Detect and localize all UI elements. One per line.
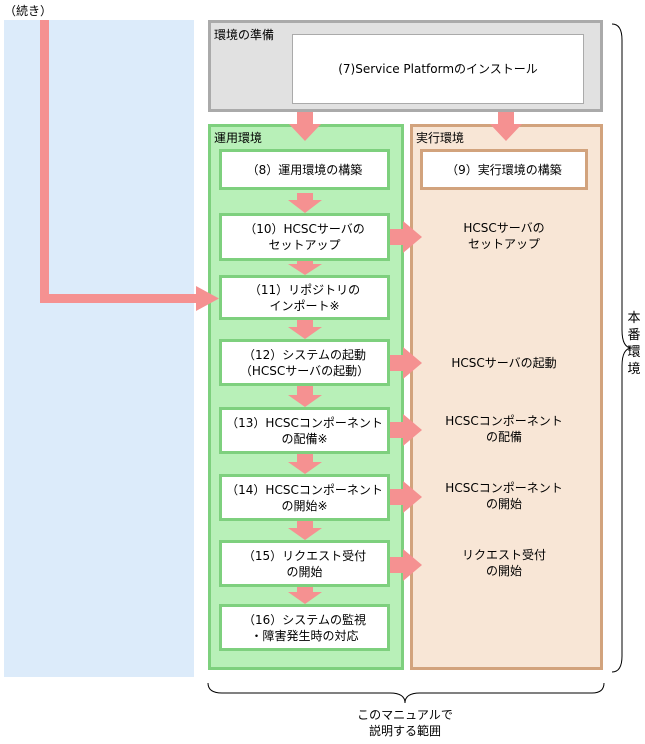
step-15-request-acceptance-box: （15）リクエスト受付の開始 [219, 540, 390, 587]
step-11-label-line2: インポート※ [269, 298, 340, 313]
environment-preparation-title: 環境の準備 [214, 28, 275, 42]
execution-environment-title: 実行環境 [416, 131, 465, 145]
step-15-label-line2: の開始 [286, 564, 323, 579]
continued-label: （続き） [4, 4, 53, 18]
step-12-label-line1: （12）システムの起動 [243, 347, 366, 362]
arrow-down-11-12 [288, 320, 322, 339]
continue-arrow-head [196, 286, 219, 311]
production-environment-label: 本 番 環 境 [627, 311, 641, 377]
arrow-down-8-10 [288, 193, 322, 213]
step-7-install-box: (7)Service Platformのインストール [292, 34, 584, 104]
arrow-right-15 [390, 549, 422, 581]
step-10-hcsc-server-setup-box: （10）HCSCサーバのセットアップ [219, 213, 390, 261]
arrow-right-14 [390, 481, 422, 513]
arrow-right-12 [390, 347, 422, 379]
arrow-prep-to-operation [289, 112, 321, 141]
continue-line-horizontal [40, 294, 198, 303]
exec-component-deploy-text: HCSCコンポーネントの配備 [445, 414, 563, 444]
continue-line-vertical [40, 20, 49, 303]
exec-hcsc-server-setup-text: HCSCサーバのセットアップ [463, 221, 545, 251]
step-11-repository-import-box: （11）リポジトリのインポート※ [219, 275, 390, 320]
step-15-label-line1: （15）リクエスト受付 [242, 548, 367, 563]
step-13-label-line2: の配備※ [281, 431, 328, 446]
step-8-label: （8）運用環境の構築 [246, 162, 363, 177]
step-16-monitoring-box: （16）システムの監視・障害発生時の対応 [219, 604, 390, 651]
step-13-label-line1: （13）HCSCコンポーネント [226, 415, 383, 430]
manual-scope-label: このマニュアルで 説明する範囲 [357, 708, 453, 738]
arrow-right-10 [390, 221, 422, 253]
execution-environment-box [410, 124, 603, 670]
operation-environment-title: 運用環境 [214, 131, 263, 145]
arrow-down-14-15 [288, 521, 322, 540]
step-14-label-line1: （14）HCSCコンポーネント [226, 482, 383, 497]
arrow-down-10-11 [288, 261, 322, 275]
step-14-component-start-box: （14）HCSCコンポーネントの開始※ [219, 474, 390, 521]
step-16-label-line1: （16）システムの監視 [243, 612, 366, 627]
exec-request-acceptance-text: リクエスト受付の開始 [461, 548, 546, 578]
step-13-component-deploy-box: （13）HCSCコンポーネントの配備※ [219, 407, 390, 454]
step-16-label-line2: ・障害発生時の対応 [250, 628, 359, 643]
left-background-panel [4, 20, 194, 677]
step-9-execution-build-box: （9）実行環境の構築 [420, 149, 588, 190]
step-7-label: (7)Service Platformのインストール [338, 62, 538, 76]
step-14-label-line2: の開始※ [281, 498, 328, 513]
arrow-down-15-16 [288, 587, 322, 604]
arrow-down-13-14 [288, 454, 322, 474]
exec-component-start-text: HCSCコンポーネントの開始 [445, 481, 563, 511]
step-12-label-line2: （HCSCサーバの起動） [239, 363, 370, 378]
step-10-label-line2: セットアップ [268, 238, 341, 252]
exec-hcsc-server-start-text: HCSCサーバの起動 [451, 356, 557, 370]
step-10-label-line1: （10）HCSCサーバの [244, 222, 365, 236]
step-8-operation-build-box: （8）運用環境の構築 [219, 149, 390, 190]
step-9-label: （9）実行環境の構築 [446, 162, 562, 177]
step-12-system-start-box: （12）システムの起動（HCSCサーバの起動） [219, 339, 390, 386]
manual-scope-brace [207, 682, 605, 704]
step-11-label-line1: （11）リポジトリの [248, 282, 361, 297]
production-scope-brace [611, 23, 633, 673]
arrow-prep-to-execution [490, 112, 522, 141]
arrow-down-12-13 [288, 386, 322, 407]
arrow-right-13 [390, 414, 422, 446]
